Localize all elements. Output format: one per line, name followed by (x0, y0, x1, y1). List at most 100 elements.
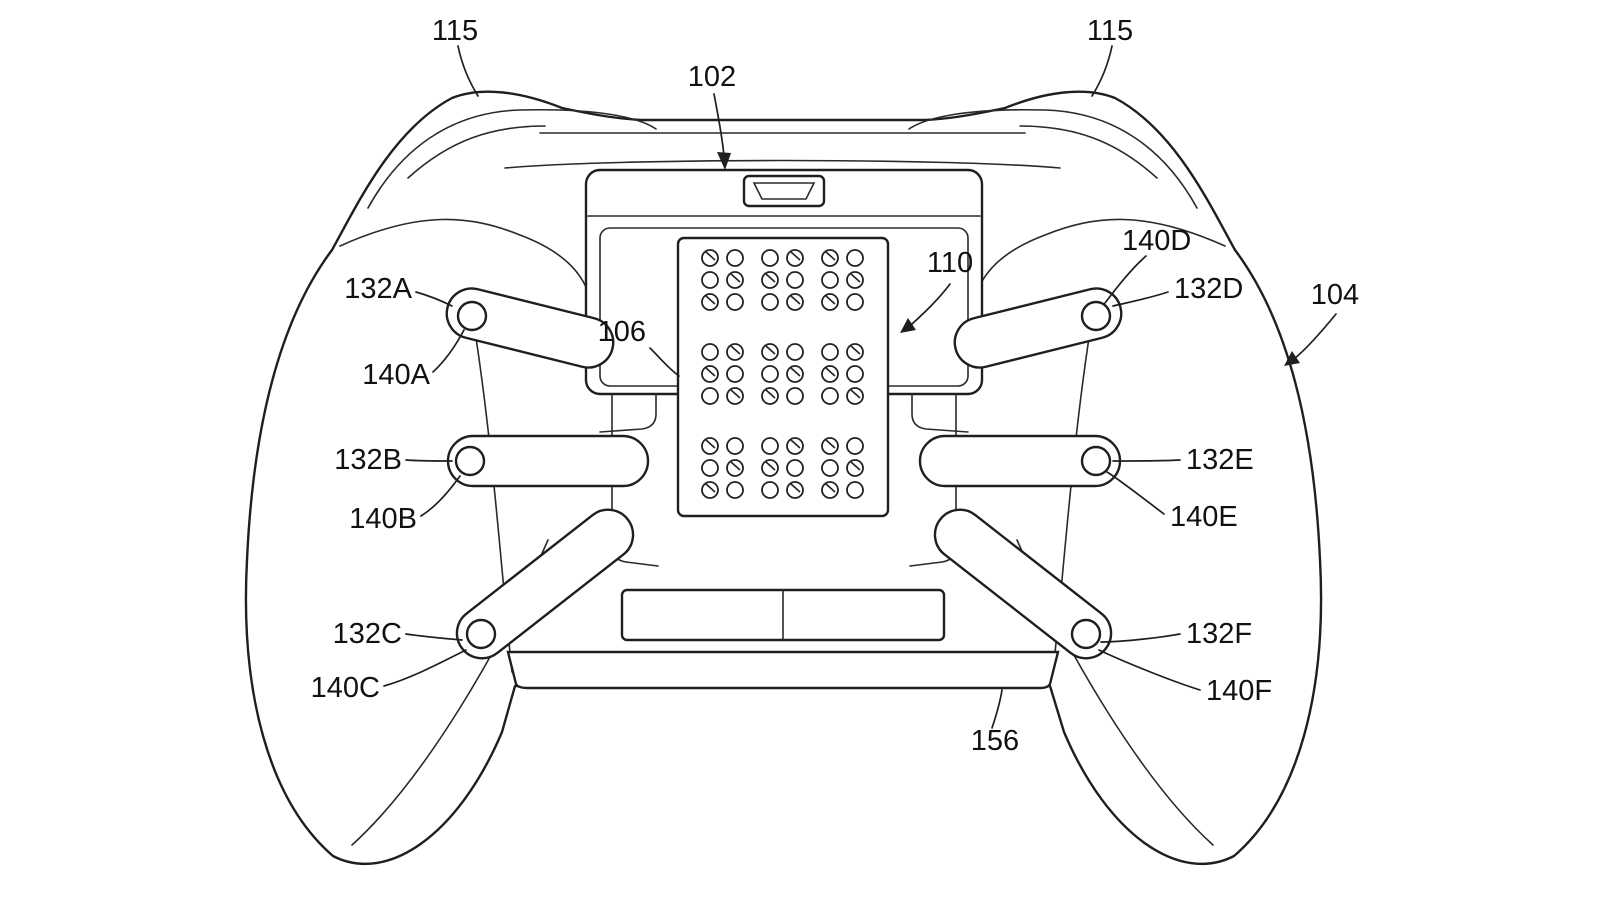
arrowhead-104 (1284, 351, 1300, 366)
leader-132D (1112, 291, 1169, 307)
braille-dot-mark (705, 367, 716, 377)
pivot-140F (1070, 618, 1102, 650)
braille-dot (761, 459, 779, 477)
ref-label-156: 156 (971, 725, 1019, 757)
paddle-132E (918, 434, 1122, 488)
right-bumper-seam (908, 108, 1198, 209)
braille-dot-grid (701, 249, 864, 499)
braille-dot-mark (765, 389, 776, 399)
leader-lines (383, 45, 1337, 729)
braille-dot-mark (850, 345, 861, 355)
ref-label-115-right: 115 (1087, 15, 1133, 47)
braille-dot (821, 459, 839, 477)
leader-102 (713, 93, 725, 157)
braille-dot (846, 343, 864, 361)
braille-dot (786, 459, 804, 477)
braille-display (676, 236, 890, 518)
top-face-lower-edge (504, 159, 1061, 169)
braille-dot (821, 271, 839, 289)
body-silhouette (244, 90, 1323, 866)
braille-dot-mark (765, 273, 776, 283)
braille-dot-mark (790, 251, 801, 261)
braille-dot (701, 437, 719, 455)
paddle-group-right (918, 287, 1123, 660)
ref-label-132B: 132B (334, 444, 402, 476)
braille-dot (761, 481, 779, 499)
braille-dot (726, 271, 744, 289)
braille-dot (726, 437, 744, 455)
braille-dot (761, 365, 779, 383)
leader-104 (1293, 313, 1337, 360)
braille-dot-mark (705, 483, 716, 493)
braille-dot (821, 293, 839, 311)
braille-dot-mark (825, 251, 836, 261)
paddle-132D (953, 287, 1123, 369)
braille-dot-mark (790, 483, 801, 493)
braille-dot (701, 481, 719, 499)
leader-110 (911, 283, 951, 325)
ref-label-140E: 140E (1170, 501, 1238, 533)
braille-dot (786, 437, 804, 455)
braille-dot (821, 481, 839, 499)
paddle-group-left (445, 287, 650, 660)
braille-dot (701, 271, 719, 289)
bottom-rail-156 (506, 650, 1060, 690)
ref-label-132C: 132C (333, 618, 402, 650)
leader-140F (1098, 649, 1201, 691)
connector-inner (752, 182, 816, 200)
braille-dot (726, 365, 744, 383)
bottom-features (506, 588, 1060, 690)
left-bumper-seam (367, 108, 657, 209)
braille-dot (701, 293, 719, 311)
ref-label-106: 106 (598, 316, 646, 348)
paddle-132F (933, 508, 1113, 660)
leader-132A (415, 291, 453, 307)
braille-dot-mark (825, 295, 836, 305)
braille-dot-mark (730, 389, 741, 399)
braille-dot-mark (825, 439, 836, 449)
braille-dot (786, 343, 804, 361)
leader-140A (432, 329, 465, 373)
braille-dot (786, 271, 804, 289)
braille-dot-mark (790, 295, 801, 305)
braille-dot (701, 343, 719, 361)
braille-dot (726, 481, 744, 499)
braille-dot (701, 459, 719, 477)
braille-dot-mark (790, 367, 801, 377)
pivot-140B (454, 445, 486, 477)
braille-dot (846, 271, 864, 289)
braille-dot-mark (790, 439, 801, 449)
ref-label-102: 102 (688, 61, 736, 93)
braille-dot (786, 365, 804, 383)
braille-dot (761, 437, 779, 455)
braille-dot (846, 249, 864, 267)
pivot-140C (465, 618, 497, 650)
ref-label-140D: 140D (1122, 225, 1191, 257)
connector-notch (742, 174, 826, 208)
braille-dot (821, 343, 839, 361)
paddle-132B (446, 434, 650, 488)
braille-dot (821, 437, 839, 455)
braille-dot (726, 293, 744, 311)
leader-132F (1100, 633, 1181, 643)
braille-dot-mark (825, 483, 836, 493)
ref-label-132E: 132E (1186, 444, 1254, 476)
braille-dot (846, 365, 864, 383)
braille-dot (821, 249, 839, 267)
braille-dot (846, 437, 864, 455)
ref-label-140B: 140B (349, 503, 417, 535)
left-bumper-lower-seam (407, 125, 546, 179)
braille-dot (761, 271, 779, 289)
leader-140E (1106, 471, 1165, 515)
right-bumper-lower-seam (1019, 125, 1158, 179)
braille-dot (846, 481, 864, 499)
braille-dot-mark (825, 367, 836, 377)
braille-dot (846, 459, 864, 477)
braille-dot (786, 249, 804, 267)
braille-dot-mark (730, 461, 741, 471)
braille-dot (726, 387, 744, 405)
leader-140C (383, 649, 467, 687)
braille-dot-mark (850, 389, 861, 399)
braille-dot (726, 459, 744, 477)
